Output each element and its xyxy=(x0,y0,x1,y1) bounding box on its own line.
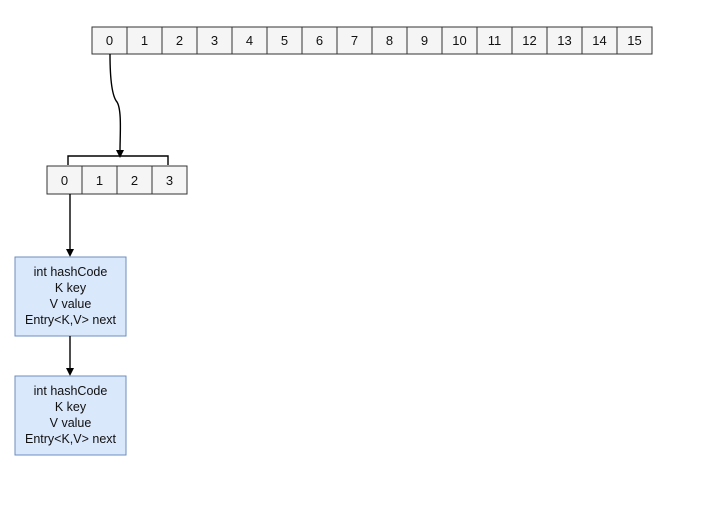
inner-array-bracket xyxy=(67,155,169,165)
outer-array-cell: 7 xyxy=(336,26,373,55)
outer-cell-label: 10 xyxy=(452,33,466,48)
entry-field-value: V value xyxy=(50,297,92,311)
outer-cell-label: 7 xyxy=(351,33,358,48)
entry-node: int hashCode K key V value Entry<K,V> ne… xyxy=(14,375,127,456)
entry-field-next: Entry<K,V> next xyxy=(25,432,117,446)
outer-cell-label: 9 xyxy=(421,33,428,48)
inner-array-cell: 2 xyxy=(116,165,153,195)
outer-array-cell: 13 xyxy=(546,26,583,55)
outer-cell-label: 8 xyxy=(386,33,393,48)
inner-cell-label: 1 xyxy=(96,173,103,188)
outer-array-cell: 1 xyxy=(126,26,163,55)
outer-array-cell: 8 xyxy=(371,26,408,55)
outer-cell-label: 12 xyxy=(522,33,536,48)
outer-array-cell: 4 xyxy=(231,26,268,55)
outer-cell-label: 13 xyxy=(557,33,571,48)
inner-cell-label: 3 xyxy=(166,173,173,188)
outer-cell-label: 3 xyxy=(211,33,218,48)
outer-array-cell: 11 xyxy=(476,26,513,55)
outer-cell-label: 0 xyxy=(106,33,113,48)
outer-array-cell: 15 xyxy=(616,26,653,55)
outer-cell-label: 14 xyxy=(592,33,606,48)
outer-array-cell: 12 xyxy=(511,26,548,55)
outer-cell-label: 6 xyxy=(316,33,323,48)
outer-cell-label: 5 xyxy=(281,33,288,48)
entry-field-value: V value xyxy=(50,416,92,430)
arrowhead xyxy=(66,249,74,257)
entry-field-key: K key xyxy=(55,281,87,295)
connector-outer-to-inner xyxy=(109,53,122,152)
outer-array-cell: 9 xyxy=(406,26,443,55)
inner-array-cell: 0 xyxy=(46,165,83,195)
outer-array: 0 1 2 3 4 5 6 7 xyxy=(91,26,653,55)
inner-cell-label: 2 xyxy=(131,173,138,188)
outer-array-cell: 14 xyxy=(581,26,618,55)
outer-cell-label: 11 xyxy=(488,33,502,48)
entry-node: int hashCode K key V value Entry<K,V> ne… xyxy=(14,256,127,337)
outer-array-cell: 10 xyxy=(441,26,478,55)
outer-cell-label: 4 xyxy=(246,33,253,48)
inner-cell-label: 0 xyxy=(61,173,68,188)
arrowhead xyxy=(66,368,74,376)
entry-field-hashcode: int hashCode xyxy=(34,265,108,279)
outer-array-cell: 3 xyxy=(196,26,233,55)
outer-array-cell: 2 xyxy=(161,26,198,55)
outer-array-cell: 5 xyxy=(266,26,303,55)
outer-array-cell: 6 xyxy=(301,26,338,55)
inner-array-cell: 3 xyxy=(151,165,188,195)
outer-cell-label: 2 xyxy=(176,33,183,48)
inner-array-cell: 1 xyxy=(81,165,118,195)
outer-cell-label: 1 xyxy=(141,33,148,48)
outer-cell-label: 15 xyxy=(627,33,641,48)
arrowhead xyxy=(116,150,124,158)
entry-field-hashcode: int hashCode xyxy=(34,384,108,398)
outer-array-cell: 0 xyxy=(91,26,128,55)
inner-array: 0 1 2 3 xyxy=(46,165,188,195)
entry-field-next: Entry<K,V> next xyxy=(25,313,117,327)
entry-field-key: K key xyxy=(55,400,87,414)
